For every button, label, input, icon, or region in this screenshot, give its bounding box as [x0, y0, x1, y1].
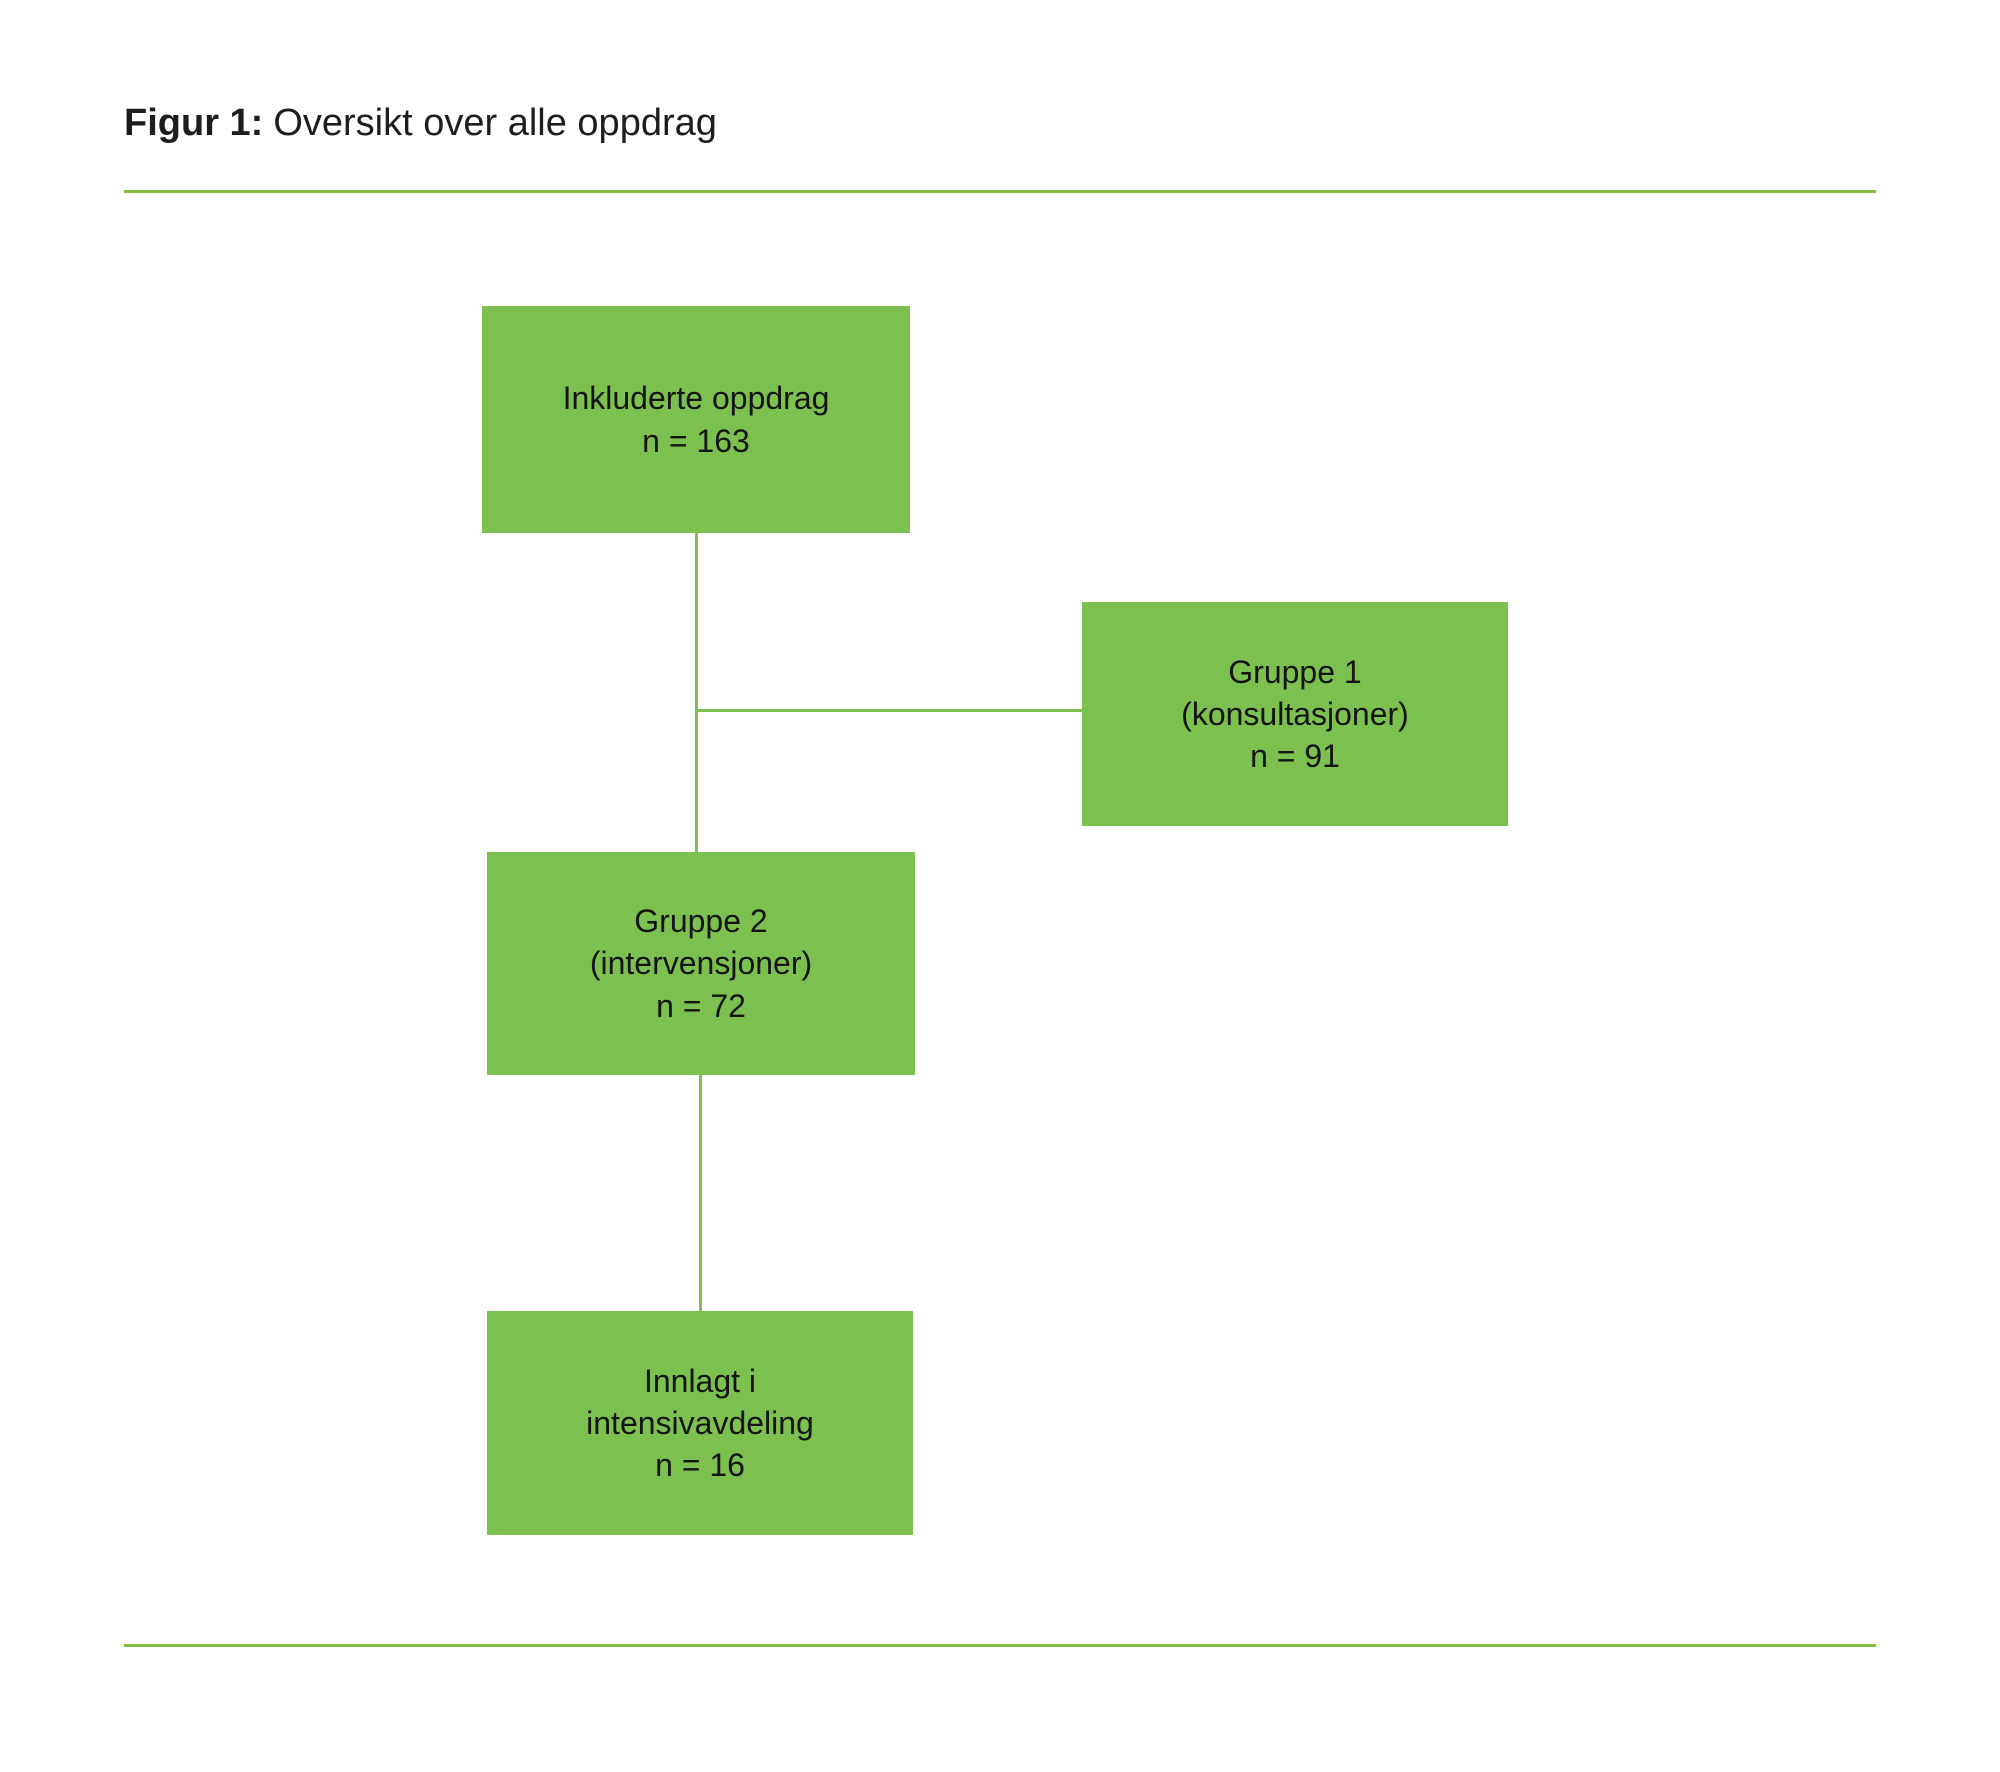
node-inkluderte-oppdrag: Inkluderte oppdrag n = 163	[482, 306, 910, 533]
node-text-line: n = 16	[655, 1447, 745, 1484]
top-divider-line	[124, 190, 1876, 193]
node-text-line: Inkluderte oppdrag	[562, 380, 830, 417]
node-text-line: (konsultasjoner)	[1181, 695, 1409, 732]
connector-gruppe2-to-innlagt	[699, 1075, 702, 1311]
connector-branch-to-gruppe1	[695, 709, 1082, 712]
node-text-line: intensivavdeling	[586, 1404, 814, 1441]
node-gruppe-2-text: Gruppe 2 (intervensjoner) n = 72	[590, 900, 812, 1027]
connector-inkluderte-to-gruppe2	[695, 533, 698, 852]
figure-title: Figur 1:Oversikt over alle oppdrag	[124, 102, 717, 145]
node-inkluderte-oppdrag-text: Inkluderte oppdrag n = 163	[563, 377, 830, 461]
node-text-line: n = 72	[656, 987, 746, 1024]
node-text-line: Gruppe 1	[1228, 653, 1362, 690]
figure-title-label: Figur 1:	[124, 102, 264, 144]
figure-title-text: Oversikt over alle oppdrag	[273, 102, 717, 144]
node-gruppe-1: Gruppe 1 (konsultasjoner) n = 91	[1082, 602, 1508, 826]
node-text-line: n = 91	[1250, 738, 1340, 775]
bottom-divider-line	[124, 1644, 1876, 1647]
node-gruppe-1-text: Gruppe 1 (konsultasjoner) n = 91	[1181, 651, 1409, 778]
node-text-line: Gruppe 2	[634, 903, 768, 940]
node-innlagt-intensivavdeling-text: Innlagt i intensivavdeling n = 16	[586, 1360, 814, 1487]
node-text-line: n = 163	[642, 422, 750, 459]
node-text-line: Innlagt i	[643, 1362, 757, 1399]
node-innlagt-intensivavdeling: Innlagt i intensivavdeling n = 16	[487, 1311, 913, 1535]
node-text-line: (intervensjoner)	[589, 945, 813, 982]
node-gruppe-2: Gruppe 2 (intervensjoner) n = 72	[487, 852, 915, 1075]
